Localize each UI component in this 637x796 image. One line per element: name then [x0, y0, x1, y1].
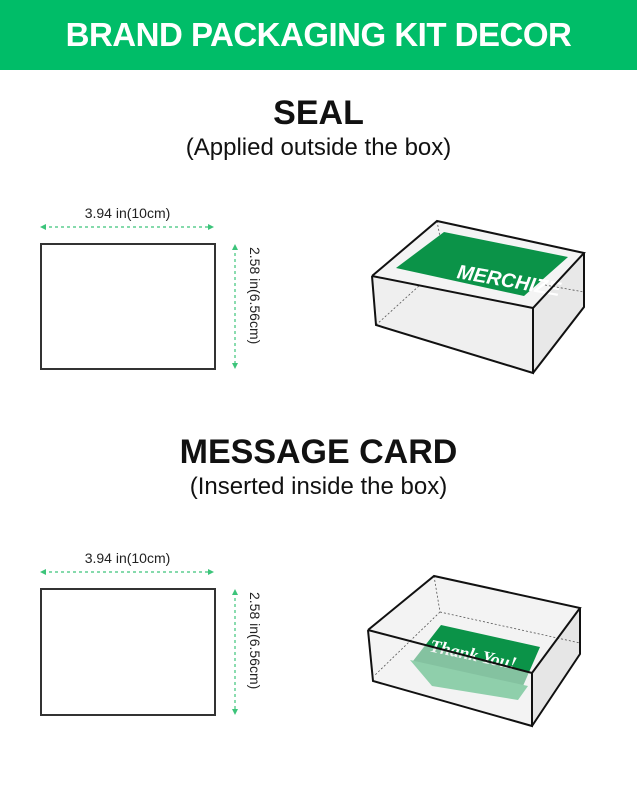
message-card-width-label: 3.94 in(10cm): [84, 550, 171, 566]
message-card-title: MESSAGE CARD: [179, 433, 458, 471]
header-banner: BRAND PACKAGING KIT DECOR: [0, 0, 637, 70]
message-card-subtitle: (Inserted inside the box): [189, 473, 448, 500]
seal-subtitle: (Applied outside the box): [185, 134, 452, 161]
seal-title: SEAL: [273, 94, 364, 132]
seal-width-label: 3.94 in(10cm): [84, 205, 171, 221]
message-card-outline: [40, 588, 216, 716]
page-title: BRAND PACKAGING KIT DECOR: [65, 16, 572, 53]
seal-card-outline: [40, 243, 216, 370]
